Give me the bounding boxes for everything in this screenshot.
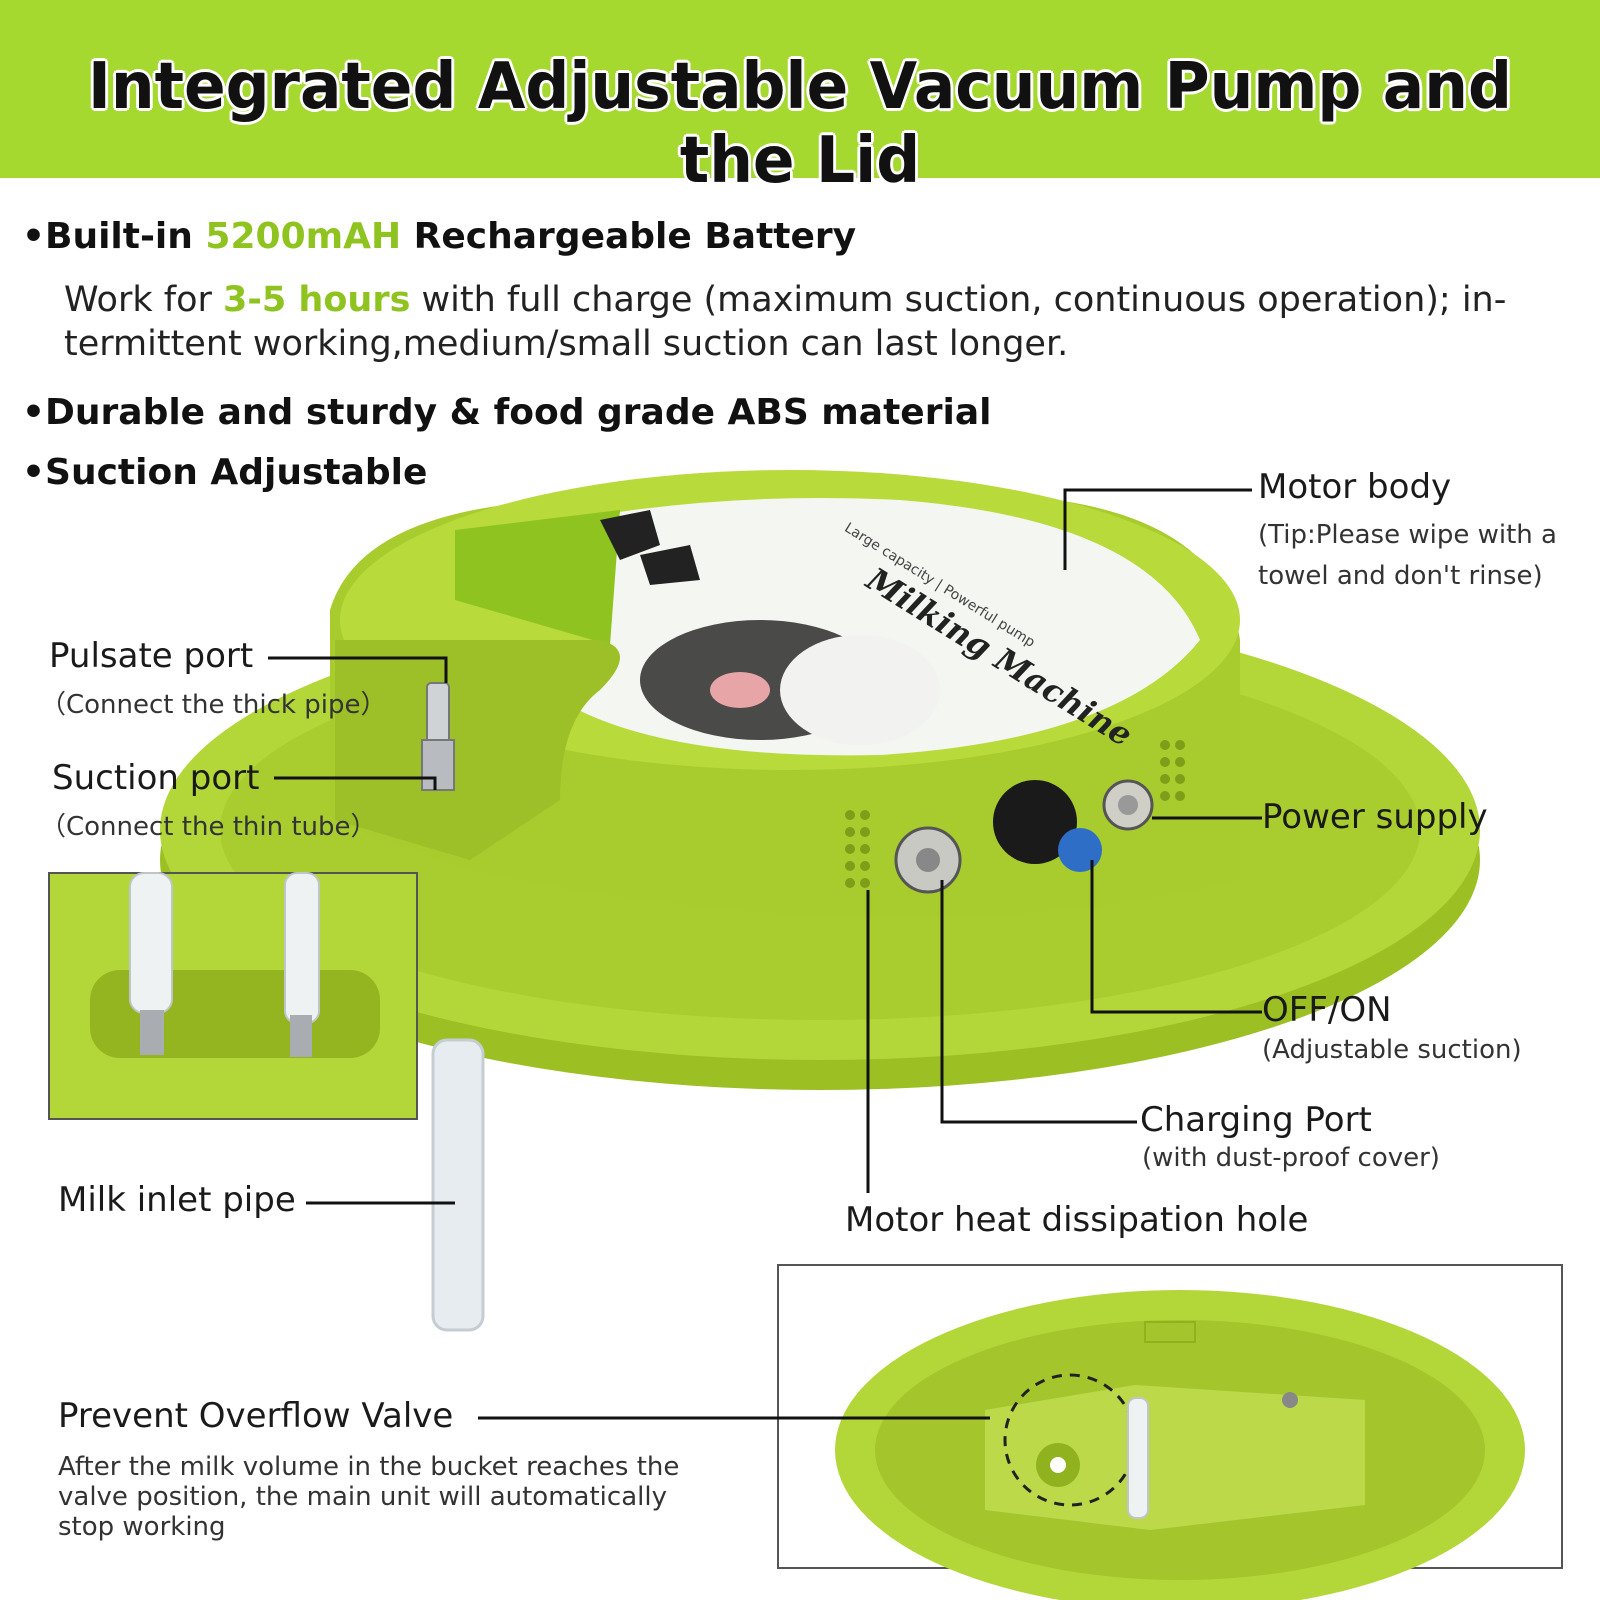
port-notch (335, 640, 620, 860)
motor-body-leader (1063, 488, 1252, 570)
suction-port-sub: （Connect the thin tube） (40, 812, 377, 842)
milk-inlet-label: Milk inlet pipe (58, 1180, 296, 1220)
inset-fitting-1 (140, 1010, 164, 1055)
off-on-sub: (Adjustable suction) (1262, 1035, 1522, 1065)
underside-tube (1127, 1397, 1149, 1519)
pulsate-port-leader (268, 656, 448, 683)
sticker-grass (455, 510, 620, 645)
overflow-valve-label: Prevent Overflow Valve (58, 1396, 454, 1436)
suction-port-label: Suction port (52, 758, 260, 798)
heat-vent-left (845, 810, 870, 888)
pulsate-port-sub: （Connect the thick pipe） (40, 690, 387, 720)
off-on-label: OFF/ON (1262, 990, 1392, 1030)
suction-port-fitting (421, 739, 455, 791)
cow-silhouette-2 (640, 545, 700, 585)
pulsate-port-label: Pulsate port (49, 636, 254, 676)
suction-feature: •Suction Adjustable (22, 452, 428, 493)
off-on-knob (993, 780, 1077, 864)
title-banner (0, 0, 1600, 178)
suction-port-leader (274, 776, 437, 790)
cow-nose (710, 672, 770, 708)
overflow-valve-desc: After the milk volume in the bucket reac… (58, 1452, 680, 1542)
inset-thick-tube (129, 872, 173, 1014)
motor-body-tip-1: (Tip:Please wipe with a (1258, 520, 1557, 550)
cow-silhouette-1 (600, 510, 660, 560)
power-supply-label: Power supply (1262, 797, 1488, 837)
charging-port-sub: (with dust-proof cover) (1142, 1143, 1440, 1173)
battery-feature: •Built-in 5200mAH Rechargeable Battery (22, 216, 857, 257)
cow-patch (780, 635, 940, 745)
off-on-leader (1090, 860, 1262, 1014)
inset-fitting-2 (290, 1015, 312, 1057)
charging-port-label: Charging Port (1140, 1100, 1372, 1140)
material-feature: •Durable and sturdy & food grade ABS mat… (22, 392, 992, 433)
motor-body-label: Motor body (1258, 467, 1452, 507)
milk-inlet-pipe-shape (431, 1038, 485, 1332)
page-title: Integrated Adjustable Vacuum Pump and th… (88, 50, 1512, 198)
battery-capacity: 5200mAH (205, 216, 402, 257)
charging-port-leader (940, 880, 1137, 1124)
knob-blue-cap (1058, 828, 1102, 872)
motor-body-tip-2: towel and don't rinse) (1258, 561, 1543, 591)
battery-description: Work for 3-5 hours with full charge (max… (64, 280, 1507, 364)
battery-hours: 3-5 hours (223, 280, 411, 320)
underside-block (985, 1385, 1365, 1530)
pulsate-port-fitting (426, 682, 450, 744)
inset-thin-tube (284, 872, 320, 1024)
heat-vent-right (1160, 740, 1185, 801)
heat-hole-label: Motor heat dissipation hole (845, 1200, 1309, 1240)
